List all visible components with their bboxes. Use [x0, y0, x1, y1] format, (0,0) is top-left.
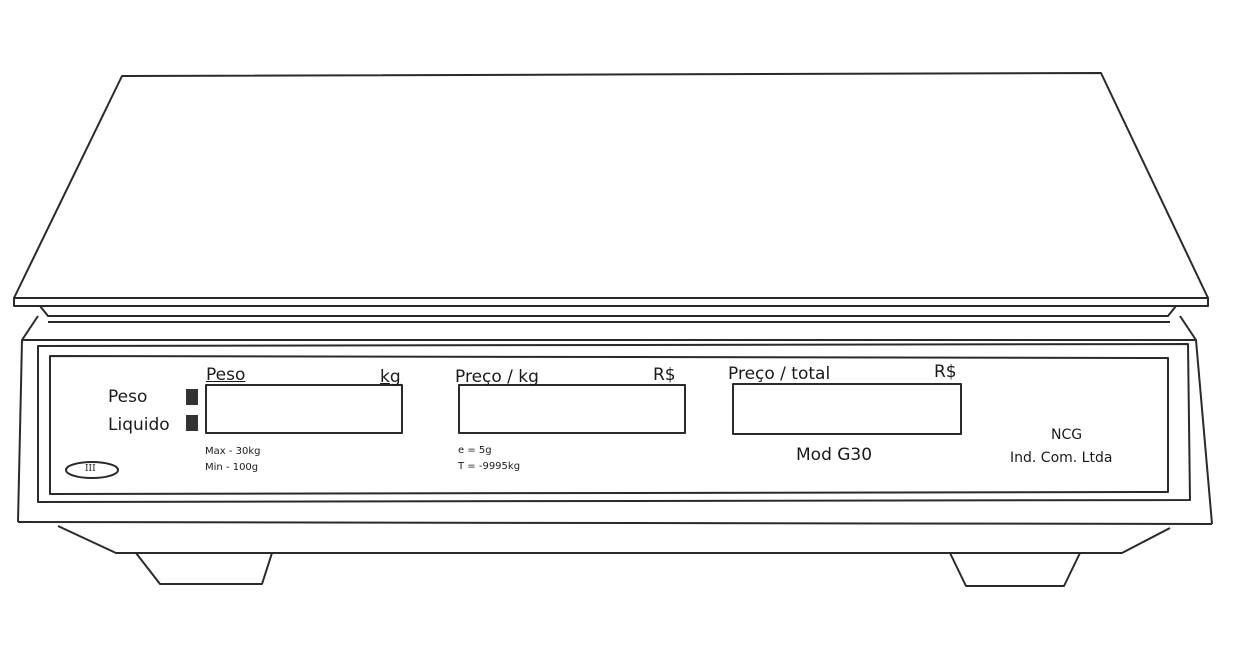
spec-max: Max - 30kg — [205, 446, 261, 457]
body-right-side — [1179, 315, 1213, 525]
indicator-label-peso: Peso — [108, 387, 148, 407]
weighing-platform — [13, 72, 1209, 299]
front-panel-inner — [49, 355, 1169, 495]
display-title-preco-kg: Preço / kg — [455, 367, 539, 387]
inmetro-logo — [65, 461, 119, 479]
indicator-lamp-liquido — [186, 415, 198, 431]
manufacturer-company: Ind. Com. Ltda — [1010, 450, 1113, 466]
display-unit-preco-total: R$ — [934, 362, 957, 382]
front-panel — [37, 343, 1191, 503]
logo-text: III — [85, 464, 96, 474]
display-title-preco-total: Preço / total — [728, 364, 831, 384]
spec-t: T = -9995kg — [458, 461, 521, 472]
spec-e: e = 5g — [458, 445, 492, 456]
platform-edge — [13, 297, 1209, 307]
left-foot — [135, 552, 273, 585]
display-window-preco-kg — [458, 384, 686, 434]
indicator-label-liquido: Liquido — [108, 415, 170, 435]
display-window-peso — [205, 384, 403, 434]
manufacturer-name: NCG — [1051, 427, 1083, 443]
display-unit-peso: kg — [380, 367, 401, 387]
display-unit-preco-kg: R$ — [653, 365, 676, 385]
display-title-peso: Peso — [206, 365, 246, 385]
body-left-side — [17, 315, 39, 523]
spec-min: Min - 100g — [205, 462, 259, 473]
model-label: Mod G30 — [796, 445, 873, 465]
base-skirt — [57, 525, 1171, 554]
platform-support — [39, 305, 1177, 317]
right-foot — [949, 552, 1081, 587]
display-window-preco-total — [732, 383, 962, 435]
indicator-lamp-peso — [186, 389, 198, 405]
